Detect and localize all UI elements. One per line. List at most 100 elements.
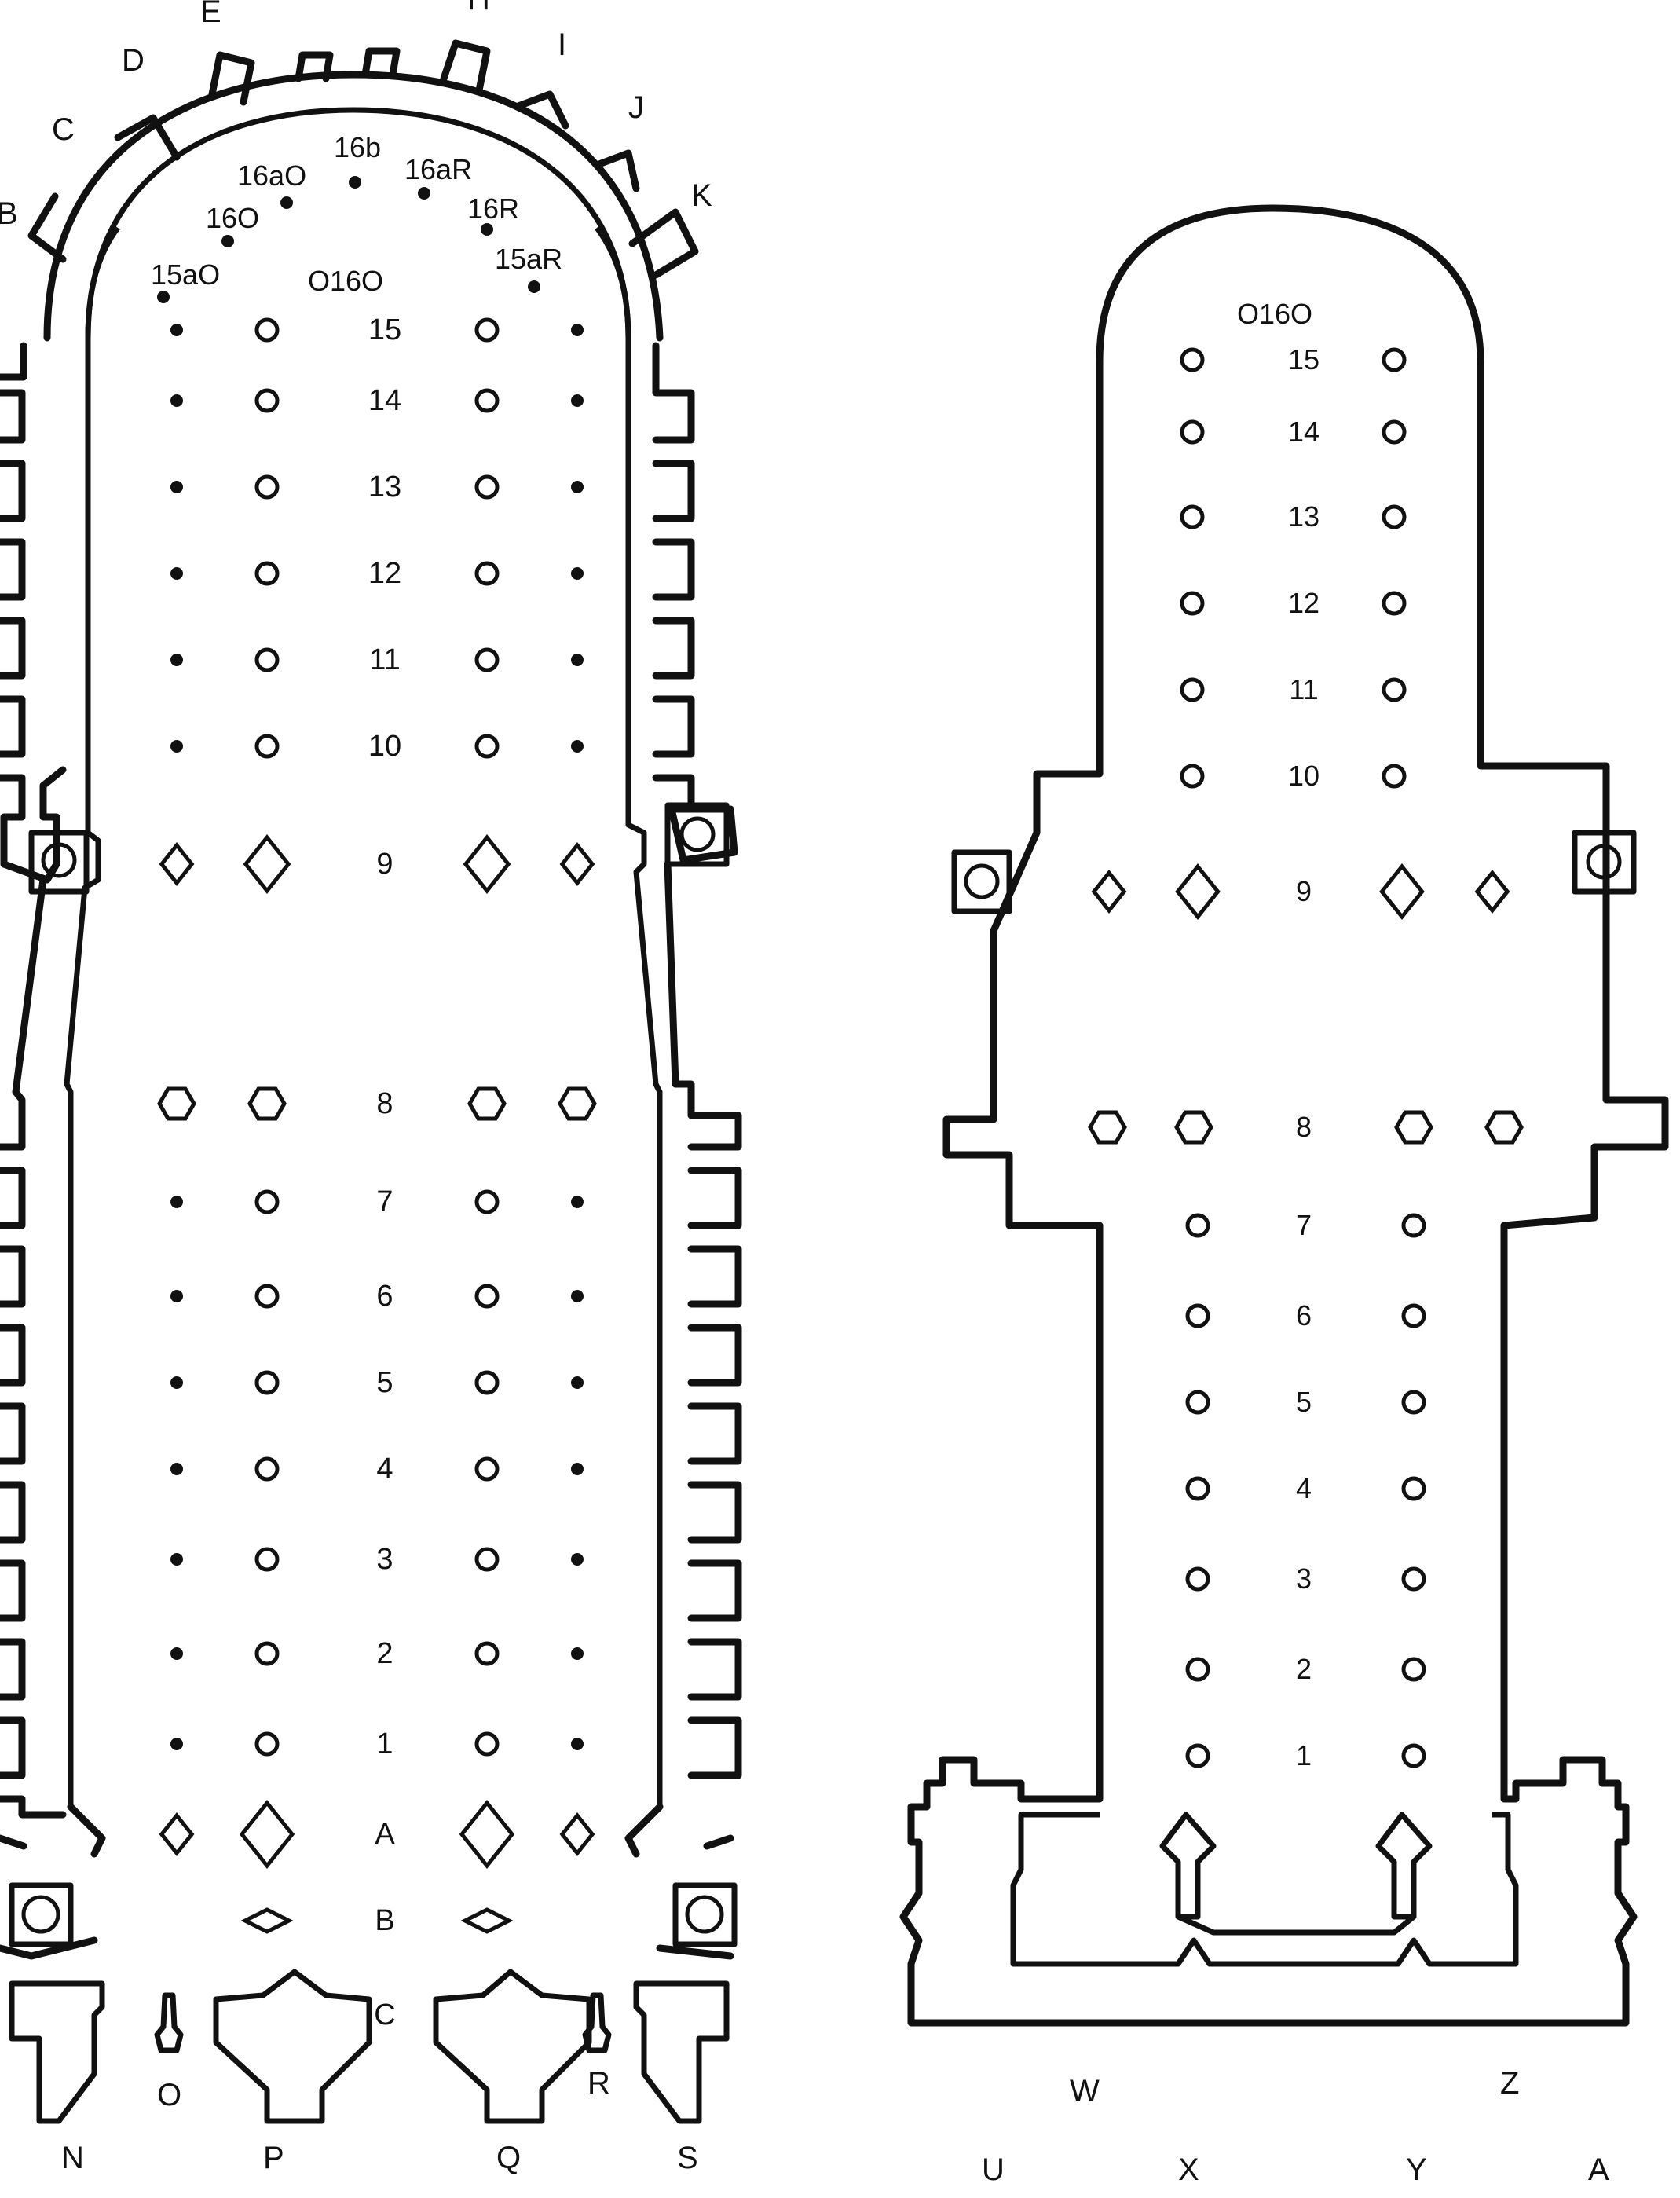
pier-round — [254, 1547, 280, 1572]
pier-round — [1180, 764, 1205, 789]
left-bay-number: 11 — [369, 643, 400, 676]
pier-solid — [170, 324, 183, 336]
pier-diamond — [243, 833, 291, 895]
left-outer-wall — [0, 342, 67, 1819]
pier-diamond — [1091, 869, 1127, 914]
pier-solid — [170, 1463, 183, 1475]
pier-round — [474, 1456, 500, 1482]
apse-label-J: J — [628, 90, 644, 125]
pier-lozenge — [240, 1907, 294, 1934]
pier-solid — [571, 740, 584, 753]
pier-round — [1401, 1303, 1426, 1328]
right-bay-number: 1 — [1296, 1739, 1312, 1771]
pier-round — [1401, 1657, 1426, 1682]
bottom-label-U: U — [982, 2152, 1005, 2187]
pier-round — [1401, 1476, 1426, 1501]
left-bay-number: 2 — [376, 1637, 393, 1670]
pier-diamond — [1379, 863, 1425, 921]
apse-label-I: I — [558, 27, 566, 62]
pier-round — [254, 388, 280, 413]
left-plan-labels: B C D E H I J K 15aO 16O 16aO 16b 16aR 1… — [0, 0, 712, 2175]
stair-R — [582, 1992, 612, 2053]
right-outer-wall — [899, 204, 1669, 2027]
pier-round — [1185, 1566, 1210, 1592]
facade-pier-N — [9, 1980, 105, 2124]
pier-round — [1401, 1566, 1426, 1592]
bottom-label-W: W — [1070, 2074, 1100, 2108]
right-bay-number: 11 — [1289, 673, 1318, 705]
left-east-buttresses — [652, 342, 742, 1779]
pier-diamond — [159, 1812, 195, 1857]
pier-round — [1185, 1390, 1210, 1415]
bottom-label-R: R — [587, 2066, 610, 2101]
right-stair-turret-east — [1572, 830, 1637, 895]
left-bay-number: 6 — [376, 1280, 393, 1313]
left-stair-turret-sw — [9, 1882, 74, 1947]
pier-diamond — [239, 1799, 295, 1870]
bottom-label-A: A — [1588, 2152, 1609, 2187]
pier-round — [1185, 1743, 1210, 1768]
pier-solid — [170, 1290, 183, 1302]
bottom-label-Q: Q — [496, 2141, 521, 2175]
pier-solid — [571, 481, 584, 493]
pier-hexagon — [247, 1086, 287, 1121]
pier-round — [474, 388, 500, 413]
pier-diamond — [459, 1799, 515, 1870]
pier-hexagon — [1484, 1110, 1524, 1145]
pier-round — [254, 474, 280, 500]
left-stair-turret-se — [672, 1882, 738, 1947]
pier-round — [1401, 1743, 1426, 1768]
apse-pier — [349, 176, 361, 189]
pier-round — [254, 1189, 280, 1214]
pier-solid — [170, 394, 183, 407]
pier-round — [1185, 1657, 1210, 1682]
apse-pier — [280, 196, 293, 209]
pier-round — [1382, 591, 1407, 616]
pier-solid — [571, 1738, 584, 1750]
left-bay-number: 8 — [376, 1087, 393, 1120]
pier-hexagon — [157, 1086, 196, 1121]
pier-round — [254, 1456, 280, 1482]
pier-round — [1185, 1213, 1210, 1238]
pier-round — [1382, 347, 1407, 372]
pier-round — [474, 734, 500, 759]
left-bay-number: 4 — [376, 1453, 393, 1485]
ambulatory-label-16aO: 16aO — [237, 159, 306, 192]
pier-round — [254, 1284, 280, 1309]
left-bay-number: 1 — [376, 1727, 393, 1760]
left-bay-number: 15 — [368, 313, 401, 346]
left-bay-number: 3 — [376, 1543, 393, 1576]
pier-round — [254, 317, 280, 343]
left-bay-number: 9 — [376, 848, 393, 881]
pier-solid — [170, 1553, 183, 1566]
apse-label-D: D — [122, 43, 145, 78]
pier-solid — [571, 1290, 584, 1302]
right-bay-number: 4 — [1296, 1472, 1312, 1504]
apse-buttresses — [27, 39, 699, 279]
left-bay-number: 12 — [368, 557, 401, 590]
right-apse-label: O16O — [1237, 298, 1312, 330]
pier-diamond — [1175, 863, 1221, 921]
bottom-label-N: N — [61, 2141, 84, 2175]
pier-round — [1180, 347, 1205, 372]
pier-round — [474, 1547, 500, 1572]
left-apse-wall — [43, 71, 664, 342]
pier-round — [254, 647, 280, 672]
pier-diamond — [559, 841, 595, 887]
ambulatory-label-O16O: O16O — [308, 265, 383, 297]
pier-round — [1185, 1476, 1210, 1501]
pier-diamond — [463, 833, 511, 895]
left-inner-wall-west — [64, 225, 120, 1807]
right-bay-number: 10 — [1288, 760, 1319, 792]
ambulatory-label-16aR: 16aR — [404, 153, 472, 185]
apse-pier — [157, 291, 170, 303]
stair-O — [154, 1992, 184, 2053]
right-stair-turret-west — [951, 849, 1012, 914]
pier-round — [254, 1731, 280, 1757]
left-bay-number: 7 — [376, 1185, 393, 1218]
apse-label-C: C — [52, 112, 75, 147]
pier-solid — [170, 1738, 183, 1750]
